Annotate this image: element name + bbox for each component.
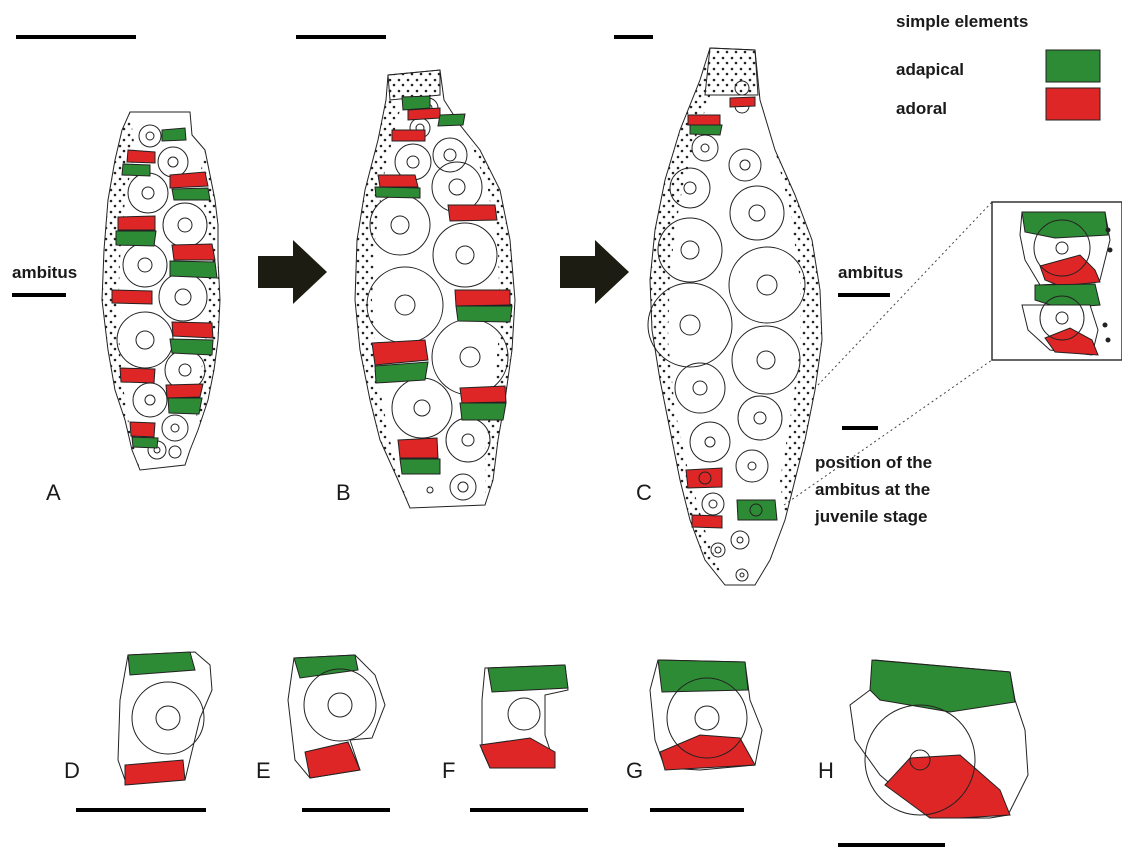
legend-label-adapical: adapical — [896, 60, 964, 79]
legend: simple elements adapical adoral — [896, 12, 1100, 120]
plate-d — [118, 652, 212, 785]
plate-h — [850, 660, 1028, 818]
specimen-a — [102, 112, 220, 470]
panel-label-d: D — [64, 758, 80, 783]
juvenile-note-line-1: position of the — [815, 453, 932, 472]
panel-label-e: E — [256, 758, 271, 783]
panel-label-h: H — [818, 758, 834, 783]
plate-f — [480, 665, 568, 768]
juvenile-note-line-2: ambitus at the — [815, 480, 930, 499]
panel-label-g: G — [626, 758, 643, 783]
specimen-b — [355, 70, 515, 508]
ambitus-label-left: ambitus — [12, 263, 77, 282]
panel-label-f: F — [442, 758, 455, 783]
panel-label-c: C — [636, 480, 652, 505]
panel-label-a: A — [46, 480, 61, 505]
panel-label-b: B — [336, 480, 351, 505]
arrow-b-to-c — [560, 240, 629, 304]
legend-title: simple elements — [896, 12, 1028, 31]
plate-g — [650, 660, 762, 770]
juvenile-note: position of the ambitus at the juvenile … — [814, 453, 932, 526]
juvenile-note-line-3: juvenile stage — [814, 507, 927, 526]
specimen-c-outline — [650, 48, 822, 585]
ambitus-label-right: ambitus — [838, 263, 903, 282]
arrow-a-to-b — [258, 240, 327, 304]
specimen-c — [648, 48, 822, 585]
legend-swatch-adapical — [1046, 50, 1100, 82]
plate-e — [288, 655, 385, 778]
inset-box — [992, 202, 1122, 360]
legend-label-adoral: adoral — [896, 99, 947, 118]
legend-swatch-adoral — [1046, 88, 1100, 120]
